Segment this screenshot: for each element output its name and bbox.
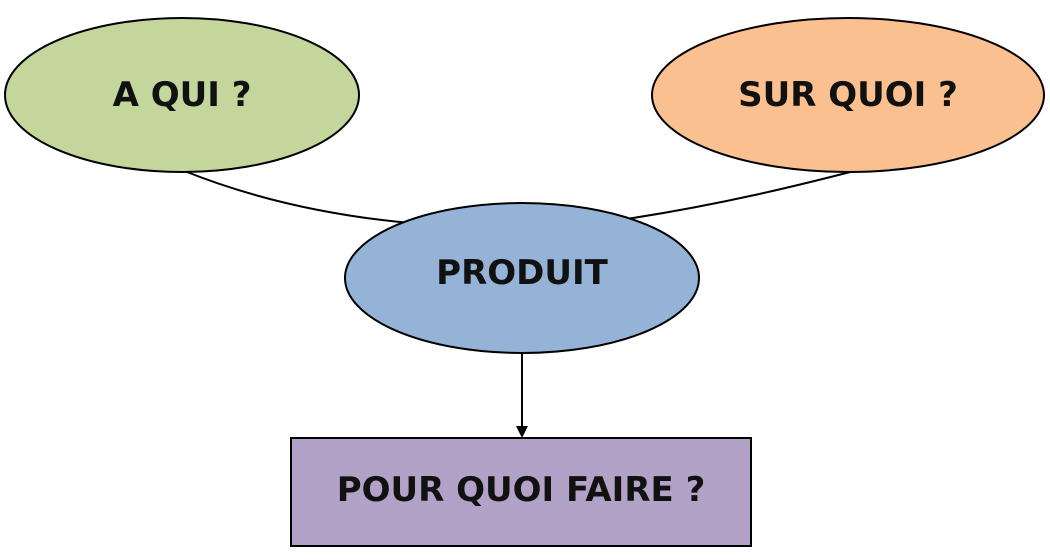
produit-ellipse[interactable] bbox=[344, 202, 700, 354]
sur-quoi-ellipse[interactable] bbox=[651, 17, 1045, 173]
a-qui-ellipse[interactable] bbox=[4, 17, 360, 173]
pour-quoi-faire-box[interactable] bbox=[290, 437, 752, 547]
